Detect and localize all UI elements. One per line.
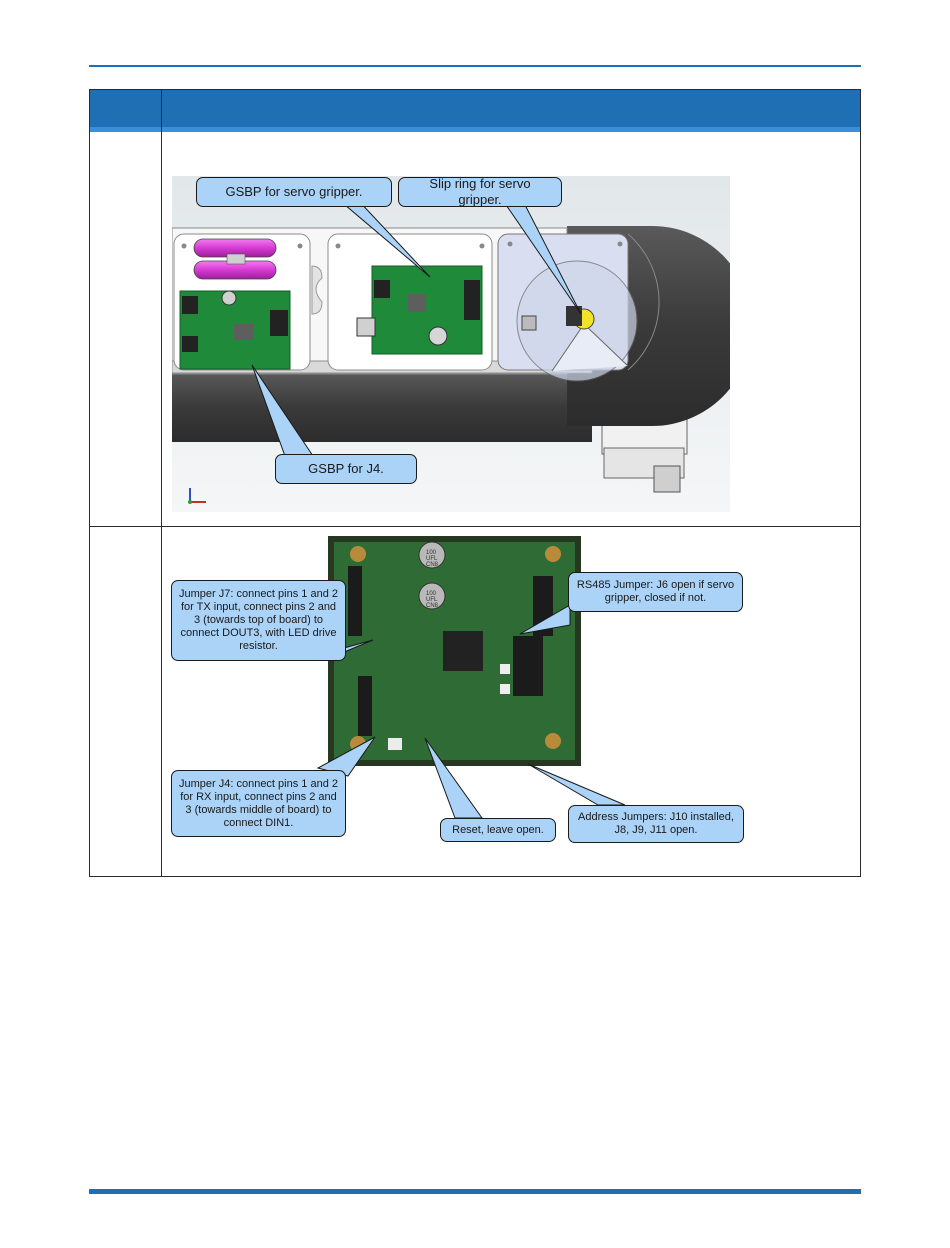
- callout-jumper-j4: Jumper J4: connect pins 1 and 2 for RX i…: [171, 770, 346, 837]
- callout-rs485-jumper: RS485 Jumper: J6 open if servo gripper, …: [568, 572, 743, 612]
- callout-address-jumpers: Address Jumpers: J10 installed, J8, J9, …: [568, 805, 744, 843]
- table-header-underline: [90, 127, 860, 132]
- callout-slip-ring: Slip ring for servo gripper.: [398, 176, 562, 207]
- callout-gsbp-j4: GSBP for J4.: [275, 454, 417, 484]
- column-divider: [161, 90, 162, 876]
- callout-jumper-j7: Jumper J7: connect pins 1 and 2 for TX i…: [171, 580, 346, 661]
- cad-render: [172, 176, 730, 512]
- table-header: [90, 90, 860, 132]
- row-divider: [90, 526, 860, 527]
- callout-gsbp-servo-gripper: GSBP for servo gripper.: [196, 177, 392, 207]
- callout-reset: Reset, leave open.: [440, 818, 556, 842]
- footer-rule: [89, 1189, 861, 1194]
- procedure-table: [89, 89, 861, 877]
- header-rule: [89, 65, 861, 67]
